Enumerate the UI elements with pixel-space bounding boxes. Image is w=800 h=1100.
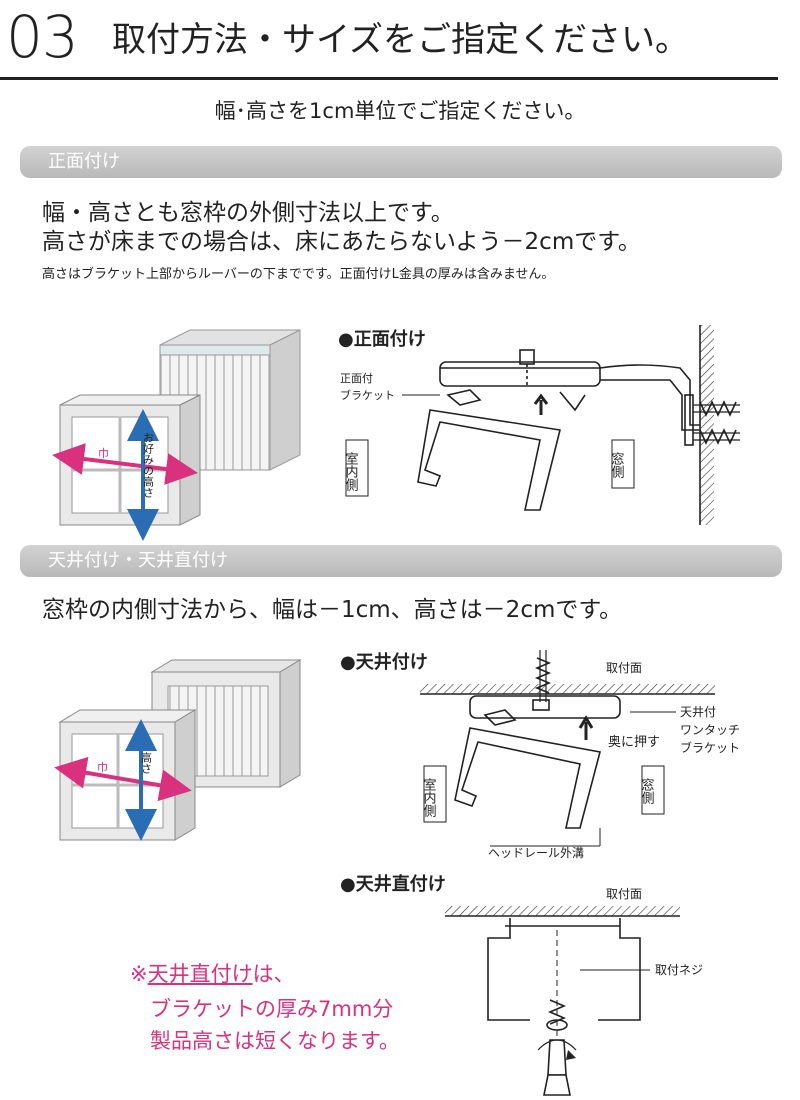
- front-window-label: 窓側: [609, 451, 625, 478]
- ceiling-bracket-label-1: 天井付: [680, 705, 716, 719]
- ceiling-bracket-label-3: ブラケット: [680, 740, 740, 755]
- section-bar-front: 正面付け: [20, 146, 782, 178]
- ceiling-surface-label: 取付面: [606, 661, 642, 675]
- ceiling-height-label: 高さ: [140, 751, 153, 774]
- direct-surface-label: 取付面: [606, 887, 642, 901]
- direct-diagram-heading: ●天井直付け: [340, 873, 446, 895]
- title-divider: [0, 77, 778, 80]
- front-height-label: お好みの高さ: [142, 432, 155, 498]
- front-mount-illustration: [52, 329, 301, 541]
- front-mount-diagram: [417, 325, 740, 525]
- note-bracket-thickness: ブラケットの厚み7mm分: [150, 997, 394, 1021]
- note-suffix: は、: [252, 962, 295, 986]
- front-indoor-label: 室内側: [343, 451, 359, 491]
- front-bracket-label-1: 正面付: [340, 372, 373, 385]
- screw-label: 取付ネジ: [655, 963, 703, 977]
- step-number: 03: [6, 3, 79, 71]
- ceiling-window-label: 窓側: [639, 777, 655, 804]
- unit-note: 幅･高さを1cm単位でご指定ください。: [214, 99, 586, 123]
- ceiling-width-label: 巾: [97, 760, 108, 774]
- front-bracket-label-2: ブラケット: [340, 388, 395, 402]
- note-direct-mount: 天井直付け: [147, 962, 253, 986]
- front-size-rule: 幅・高さとも窓枠の外側寸法以上です。: [42, 200, 454, 226]
- direct-mount-diagram: [445, 906, 680, 1096]
- ceiling-indoor-label: 室内側: [421, 777, 437, 817]
- front-width-label: 巾: [98, 446, 109, 460]
- ceiling-diagram-heading: ●天井付け: [340, 651, 428, 673]
- direct-mount-note: ※天井直付けは、: [130, 958, 295, 990]
- ceiling-bracket-label-2: ワンタッチ: [680, 723, 740, 737]
- groove-label: ヘッドレール外溝: [488, 846, 584, 860]
- section-bar-ceiling: 天井付け・天井直付け: [20, 545, 782, 577]
- page-title: 取付方法・サイズをご指定ください。: [112, 20, 689, 60]
- ceiling-mount-illustration: [54, 659, 302, 841]
- ceiling-size-rule: 窓枠の内側寸法から、幅は－1cm、高さは－2cmです。: [42, 597, 623, 623]
- front-height-note: 高さはブラケット上部からルーバーの下までです。正面付けL金具の厚みは含みません。: [42, 267, 555, 282]
- ceiling-mount-diagram: [420, 650, 715, 847]
- note-mark: ※: [130, 962, 148, 986]
- front-diagram-heading: ●正面付け: [338, 328, 426, 350]
- push-label: 奥に押す: [608, 735, 660, 750]
- note-product-height: 製品高さは短くなります。: [150, 1029, 400, 1053]
- rotate-arrow-icon: [566, 1050, 576, 1060]
- front-floor-rule: 高さが床までの場合は、床にあたらないよう－2cmです。: [42, 229, 641, 255]
